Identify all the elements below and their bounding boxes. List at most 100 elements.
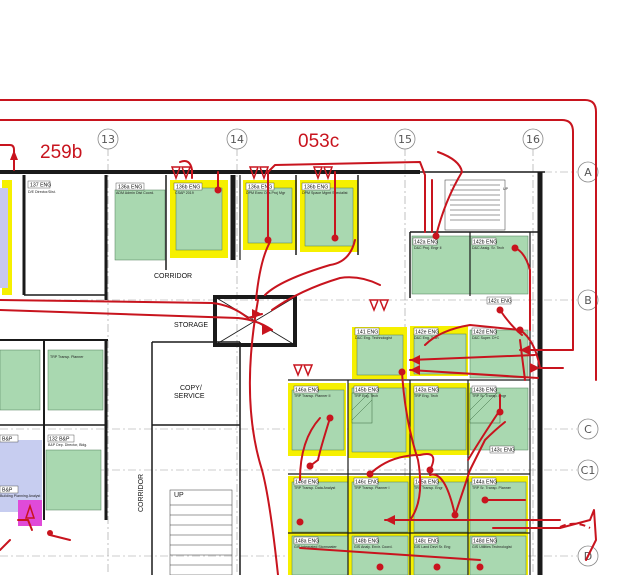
- svg-text:13: 13: [101, 133, 115, 146]
- room-tag: B&P Building Planning Analyst: [0, 485, 40, 498]
- stair-bottom-left: [169, 489, 233, 575]
- markup-cloud: [559, 522, 591, 529]
- svg-text:TRP Transp. Planner I: TRP Transp. Planner I: [354, 486, 390, 490]
- svg-text:D&C Proj. Engr II: D&C Proj. Engr II: [414, 246, 442, 250]
- svg-text:C1: C1: [581, 464, 596, 477]
- grid-bubble-C: C: [577, 418, 599, 440]
- svg-text:TRP Transp. Data Analyst: TRP Transp. Data Analyst: [294, 486, 335, 490]
- svg-text:136a ENG: 136a ENG: [248, 185, 272, 191]
- room-tag: 142c ENG: [486, 296, 512, 305]
- room-tag: 148a ENG GIS Integrated Stormwater: [293, 536, 338, 549]
- stair-up-label-left: UP: [174, 492, 184, 499]
- room-tag: 136a ENG ADM Admin Dist Coord.: [115, 182, 154, 195]
- copy-label-2: SERVICE: [174, 393, 205, 400]
- room-labels: CORRIDOR STORAGE COPY/ SERVICE CORRIDOR: [138, 273, 208, 512]
- svg-text:D&C Super. D+C: D&C Super. D+C: [472, 336, 500, 340]
- room-tag: 142d ENG D&C Super. D+C: [471, 327, 500, 340]
- svg-text:143c ENG: 143c ENG: [491, 448, 515, 454]
- svg-text:B&P: B&P: [2, 437, 13, 443]
- room-tag: 136b ENG CSAP 2019: [173, 182, 203, 195]
- room-tag: 136a ENG DPM Exec Ops Proj Mgr: [245, 182, 286, 195]
- room-tag: 144a ENG TRP Sr. Transp. Planner: [471, 477, 512, 490]
- room-tag: 136b ENG DPM Space Mgmt Specialist: [301, 182, 348, 195]
- room-tag: 143c ENG: [489, 445, 515, 454]
- revision-triangles: [24, 166, 390, 519]
- svg-text:142b ENG: 142b ENG: [473, 240, 497, 246]
- accent-fills: [0, 188, 42, 526]
- stair-up-label-right: UP: [503, 187, 509, 191]
- svg-text:145b ENG: 145b ENG: [355, 388, 379, 394]
- svg-text:B&P Dep. Director, Bldg.: B&P Dep. Director, Bldg.: [48, 443, 87, 447]
- svg-text:CSAP 2019: CSAP 2019: [175, 191, 194, 195]
- markup-dots: [47, 186, 524, 571]
- svg-text:146a ENG: 146a ENG: [295, 388, 319, 394]
- svg-text:GIS Utilities Technologist: GIS Utilities Technologist: [472, 545, 512, 549]
- svg-text:146c ENG: 146c ENG: [355, 480, 379, 486]
- room-tag: TRP Transp. Planner: [50, 355, 84, 359]
- room-tag: 148b ENG GIS Analy. Envir. Coord.: [353, 536, 392, 549]
- svg-text:142a ENG: 142a ENG: [414, 240, 438, 246]
- grid-bubbles: 13 14 15 16 A B C C1 D: [97, 128, 599, 567]
- svg-text:136a ENG: 136a ENG: [118, 185, 142, 191]
- room-tag: 137 ENG D/E Director/Dist.: [27, 180, 56, 194]
- svg-text:TRP Eng. Tech: TRP Eng. Tech: [414, 394, 438, 398]
- svg-text:GIS Analy. Envir. Coord.: GIS Analy. Envir. Coord.: [354, 545, 392, 549]
- svg-text:D/E Director/Dist.: D/E Director/Dist.: [28, 190, 56, 194]
- svg-text:ADM Admin Dist Coord.: ADM Admin Dist Coord.: [116, 191, 154, 195]
- svg-text:137 ENG: 137 ENG: [30, 183, 51, 189]
- svg-text:148c ENG: 148c ENG: [415, 539, 439, 545]
- markup-callout-053c: 053c: [298, 131, 339, 152]
- svg-text:142e ENG: 142e ENG: [415, 330, 439, 336]
- room-tag: 141 ENG D&C Eng. Technologist: [354, 327, 392, 340]
- room-tag: 142a ENG D&C Proj. Engr II: [412, 237, 442, 250]
- svg-text:143a ENG: 143a ENG: [415, 388, 439, 394]
- markup-arrowheads: [10, 150, 540, 525]
- room-tag: 146d ENG TRP Transp. Data Analyst: [293, 477, 335, 490]
- room-tag: 145b ENG TRP Eng. Tech: [353, 385, 379, 398]
- room-tags: 137 ENG D/E Director/Dist. 136a ENG ADM …: [0, 180, 515, 549]
- svg-text:GIS Land Devt Sr. Eng: GIS Land Devt Sr. Eng: [414, 545, 450, 549]
- svg-text:142d ENG: 142d ENG: [473, 330, 497, 336]
- svg-text:D&C Assig. Sr. Tech: D&C Assig. Sr. Tech: [472, 246, 504, 250]
- svg-text:15: 15: [398, 133, 412, 146]
- room-tag: B&P: [0, 434, 19, 443]
- corridor-vertical-label: CORRIDOR: [138, 474, 145, 512]
- svg-text:136b ENG: 136b ENG: [176, 185, 200, 191]
- svg-text:144a ENG: 144a ENG: [473, 480, 497, 486]
- room-tag: 132 B&P B&P Dep. Director, Bldg.: [47, 434, 87, 447]
- svg-text:132 B&P: 132 B&P: [49, 437, 70, 443]
- svg-text:148d ENG: 148d ENG: [473, 539, 497, 545]
- svg-text:143b ENG: 143b ENG: [473, 388, 497, 394]
- svg-text:145a ENG: 145a ENG: [415, 480, 439, 486]
- room-tag: 143b ENG TRP Sr. Transp. Engr: [471, 385, 507, 398]
- svg-text:TRP Eng. Tech: TRP Eng. Tech: [354, 394, 378, 398]
- svg-text:TRP Transp. Planner II: TRP Transp. Planner II: [294, 394, 331, 398]
- svg-text:14: 14: [230, 133, 244, 146]
- svg-text:142c ENG: 142c ENG: [488, 299, 512, 305]
- room-tag: 142e ENG D&C Eng. Tech: [413, 327, 439, 340]
- svg-text:B&P: B&P: [2, 488, 13, 494]
- svg-text:16: 16: [526, 133, 540, 146]
- svg-text:TRP Transp. Engr: TRP Transp. Engr: [414, 486, 443, 490]
- room-tag: 143a ENG TRP Eng. Tech: [413, 385, 439, 398]
- grid-bubble-13: 13: [97, 128, 119, 150]
- office-fills: [0, 187, 529, 575]
- svg-text:146d ENG: 146d ENG: [295, 480, 319, 486]
- svg-text:TRP Transp. Planner: TRP Transp. Planner: [50, 355, 84, 359]
- markup-callout-259b: 259b: [40, 142, 82, 163]
- copy-label-1: COPY/: [180, 385, 202, 392]
- svg-text:B: B: [584, 294, 592, 307]
- svg-text:136b ENG: 136b ENG: [304, 185, 328, 191]
- svg-text:148a ENG: 148a ENG: [295, 539, 319, 545]
- svg-text:148b ENG: 148b ENG: [355, 539, 379, 545]
- grid-bubble-C1: C1: [577, 459, 599, 481]
- storage-label: STORAGE: [174, 322, 208, 329]
- grid-bubble-A: A: [577, 161, 599, 183]
- svg-text:GIS Integrated Stormwater: GIS Integrated Stormwater: [294, 545, 338, 549]
- corridor-label: CORRIDOR: [154, 273, 192, 280]
- svg-text:141 ENG: 141 ENG: [357, 330, 378, 336]
- room-tag: 145a ENG TRP Transp. Engr: [413, 477, 443, 490]
- room-tag: 148d ENG GIS Utilities Technologist: [471, 536, 512, 549]
- room-tag: 146c ENG TRP Transp. Planner I: [353, 477, 390, 490]
